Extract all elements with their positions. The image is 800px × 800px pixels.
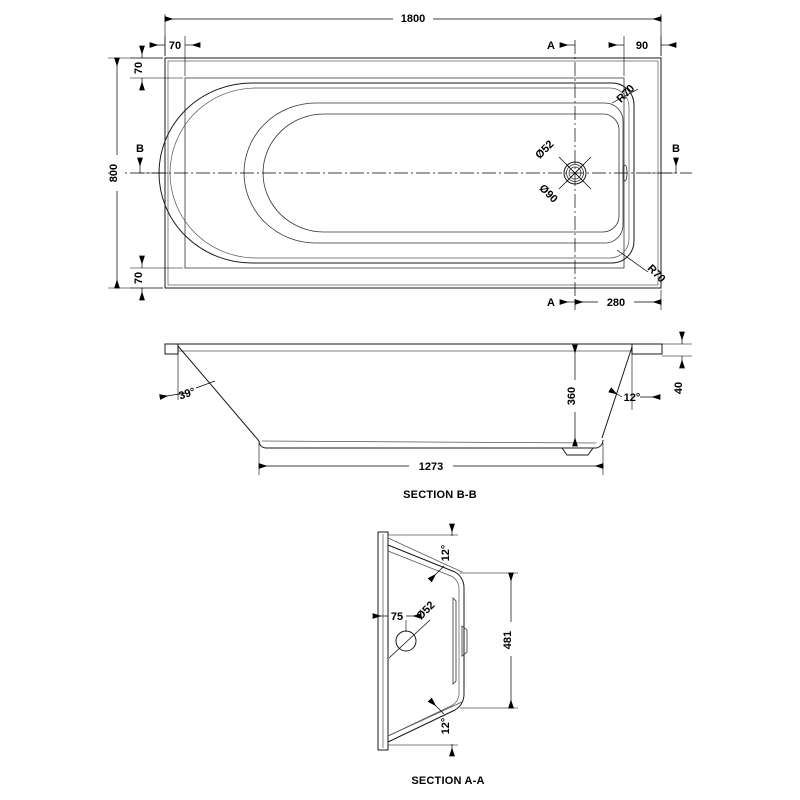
plan-bowl-mid xyxy=(243,102,624,244)
dim-overall-width: 800 xyxy=(108,57,163,289)
dim-waste-offset: 280 xyxy=(574,290,662,310)
r70-bottom-leader xyxy=(616,249,649,273)
aa-dim-internal-width: 481 xyxy=(460,572,519,709)
section-marker-b-left: B xyxy=(136,143,144,155)
bb-dim-value-40: 40 xyxy=(673,382,685,394)
dim-rim-left: 70 xyxy=(149,36,201,76)
section-marker-b-right: B xyxy=(672,143,680,155)
bb-angle-39-label: 39° xyxy=(177,386,197,403)
aa-leader-12top xyxy=(427,565,445,583)
dim-overall-length: 1800 xyxy=(164,11,662,56)
bb-dim-value-1273: 1273 xyxy=(419,461,443,473)
dim-value-rim-top: 70 xyxy=(133,62,145,74)
bb-left-wall xyxy=(177,345,260,442)
section-aa-view: 75 Ø52 12° 12° 481 SECTION A-A xyxy=(372,523,519,787)
bb-360-textbg xyxy=(567,380,583,412)
section-bb-view: 39° 12° 360 40 1273 xyxy=(159,331,692,501)
dim-800-textbg xyxy=(109,155,125,191)
section-marker-a-top: A xyxy=(547,40,555,52)
plan-view: 1800 70 70 70 xyxy=(108,11,692,310)
aa-angle-top-label: 12° xyxy=(440,545,452,562)
aa-dim-value-75: 75 xyxy=(391,611,403,623)
bb-39-arrow xyxy=(159,392,187,400)
section-line-a: A A xyxy=(547,40,576,310)
aa-dim-waste-offset: 75 xyxy=(372,611,422,648)
bb-angle-12: 12° xyxy=(608,347,661,410)
plan-overflow-slot xyxy=(622,164,628,182)
dim-value-rim-right: 90 xyxy=(636,40,648,52)
plan-rim-line xyxy=(184,77,625,269)
aa-leader-12bot xyxy=(427,697,445,715)
bb-dim-base-length: 1273 xyxy=(258,443,604,475)
dim-1800-textbg xyxy=(393,11,433,26)
bb-dim-rim-thickness: 40 xyxy=(662,331,692,394)
bb-base-inner xyxy=(261,440,597,444)
plan-bowl-base xyxy=(262,113,620,233)
section-marker-a-bottom: A xyxy=(547,297,555,309)
aa-side-boss xyxy=(461,625,468,657)
bb-dim-depth: 360 xyxy=(566,344,583,447)
aa-angle-top: 12° xyxy=(388,523,458,583)
bb-dim-value-360: 360 xyxy=(566,387,578,405)
dim-280-textbg xyxy=(598,295,634,309)
bb-12-leader xyxy=(608,387,623,398)
aa-dim-value-481: 481 xyxy=(502,631,514,649)
aa-481-textbg xyxy=(503,622,519,656)
dim-value-rim-left: 70 xyxy=(169,40,181,52)
aa-left-rim-edge xyxy=(377,531,389,751)
aa-angle-bottom-label: 12° xyxy=(440,718,452,735)
aa-bowl-profile xyxy=(387,544,465,743)
dim-rim-right: 90 xyxy=(608,36,677,76)
bb-base-line xyxy=(258,439,604,449)
dim-value-280: 280 xyxy=(607,297,625,309)
bb-angle-12-label: 12° xyxy=(624,392,641,404)
bb-1273-textbg xyxy=(409,458,453,473)
aa-angle-bottom: 12° xyxy=(388,697,458,757)
r70-top-leader xyxy=(611,88,639,104)
aa-bowl-profile-inner xyxy=(387,550,460,737)
bb-angle-39: 39° xyxy=(159,346,216,403)
plan-bowl-outer xyxy=(158,82,635,264)
aa-waste-leader xyxy=(388,619,431,659)
bb-waste-boss xyxy=(561,447,594,456)
aa-top-rim-line xyxy=(387,537,463,573)
bb-39-leader xyxy=(195,380,216,389)
overflow-ellipse xyxy=(622,164,628,182)
aa-overflow-slot xyxy=(452,597,457,685)
dim-value-800: 800 xyxy=(108,164,120,182)
dim-value-1800: 1800 xyxy=(401,13,425,25)
section-line-b: B B xyxy=(136,143,680,174)
section-aa-title: SECTION A-A xyxy=(411,775,484,787)
plan-bowl-outer-2 xyxy=(169,87,630,259)
section-bb-title: SECTION B-B xyxy=(403,489,477,501)
dim-value-rim-bottom: 70 xyxy=(133,272,145,284)
aa-bottom-rim-line xyxy=(387,701,463,737)
